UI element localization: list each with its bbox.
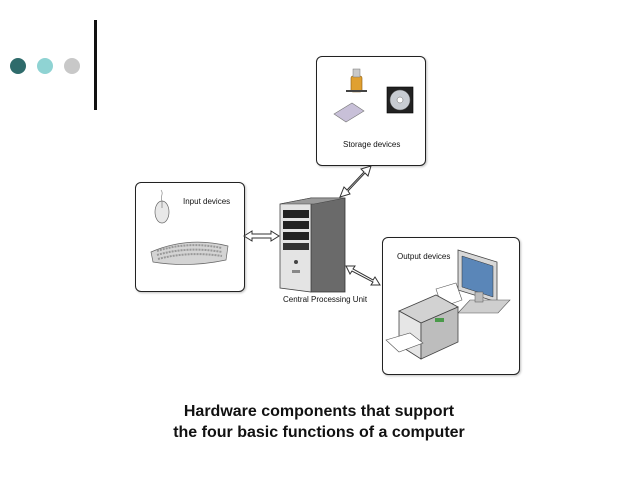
caption-line-2: the four basic functions of a computer [173,424,465,441]
arrow-storage-cpu [339,165,372,198]
storage-devices-label: Storage devices [343,140,401,149]
output-devices-label: Output devices [397,252,451,261]
slide-caption: Hardware components that support the fou… [0,401,638,443]
cpu-tower-icon [279,197,346,293]
keyboard-icon [150,241,229,265]
caption-line-1: Hardware components that support [183,403,455,420]
decor-dot-dark [10,58,26,74]
floppy-disk-icon [333,102,365,123]
usb-drive-icon [346,68,367,93]
monitor-icon [457,249,511,314]
input-devices-box [135,182,245,292]
decor-vertical-bar [94,20,97,110]
decor-dot-gray [64,58,80,74]
cpu-label: Central Processing Unit [283,295,368,304]
arrow-input-cpu [243,230,280,242]
printer-icon [385,282,463,360]
cd-disc-icon [386,86,414,114]
input-devices-label: Input devices [183,197,231,206]
decor-dot-teal [37,58,53,74]
mouse-icon [154,189,170,224]
arrow-cpu-output [345,265,381,286]
